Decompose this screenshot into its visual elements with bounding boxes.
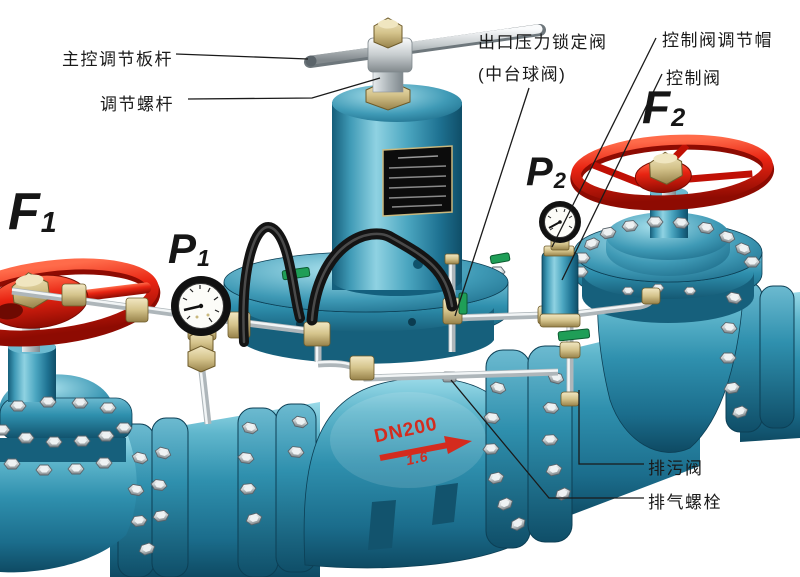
label-drain-valve: 排污阀 (648, 459, 704, 478)
drain-outlet (560, 391, 580, 407)
flow-arrow (379, 436, 472, 461)
label-control-valve-cap: 控制阀调节帽 (662, 31, 773, 50)
leader-lines (175, 37, 663, 499)
label-main-control-rod: 主控调节板杆 (62, 50, 173, 69)
gauge-p2 (539, 201, 581, 251)
rubber-hoses (238, 222, 458, 347)
control-valve (539, 245, 581, 328)
label-air-vent-bolt: 排气螺栓 (648, 493, 722, 512)
adjusting-screw-assembly (304, 17, 546, 111)
valve-nameplate (382, 145, 453, 217)
label-control-valve: 控制阀 (666, 69, 722, 88)
left-handwheel (0, 258, 161, 347)
marker-p1: P1 (168, 225, 210, 272)
marker-p2: P2 (526, 150, 566, 194)
gauge-p1 (171, 276, 231, 373)
label-adjust-screw: 调节螺杆 (100, 95, 174, 114)
main-valve-actuator (223, 17, 546, 364)
marker-f1: F1 (8, 183, 57, 241)
label-outlet-lock-valve: 出口压力锁定阀 (478, 33, 608, 52)
right-handwheel (570, 134, 775, 211)
marker-f2: F2 (642, 81, 686, 133)
label-outlet-lock-valve-2: (中台球阀) (478, 65, 567, 84)
main-valve-body (303, 371, 523, 569)
left-gate-valve (0, 258, 161, 573)
